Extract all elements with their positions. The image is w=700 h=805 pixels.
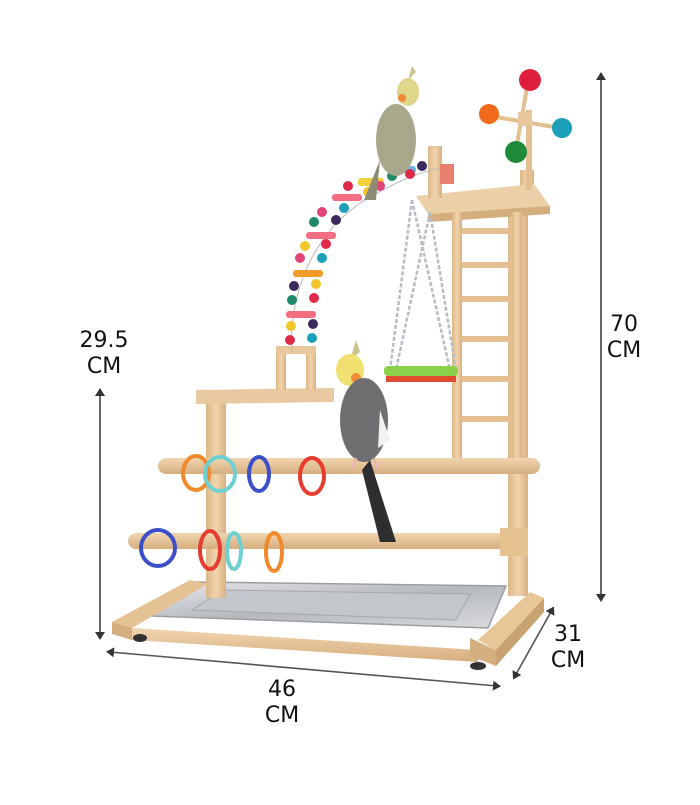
- toy-ball-orange: [479, 104, 499, 124]
- wooden-ladder: [452, 212, 522, 474]
- width-label: 46 CM: [254, 677, 310, 729]
- base-frame: [112, 580, 544, 670]
- height-lower-value: 29.5: [79, 328, 129, 353]
- toy-ball-red: [519, 69, 541, 91]
- width-unit: CM: [264, 703, 300, 728]
- height-lower-label: 29.5 CM: [72, 328, 136, 380]
- width-arrow: [106, 647, 501, 691]
- rainbow-bead-ladder: [285, 161, 441, 353]
- lower-perch: [128, 533, 528, 549]
- dimension-arrows: [95, 72, 606, 691]
- height-total-unit: CM: [606, 338, 642, 363]
- height-total-value: 70: [610, 312, 638, 337]
- toy-ball-teal: [552, 118, 572, 138]
- top-platform: [416, 146, 550, 222]
- depth-arrow: [512, 606, 555, 680]
- chain-swing: [384, 199, 458, 382]
- cockatiel-perch: [336, 340, 396, 542]
- lower-platform: [196, 346, 334, 404]
- width-value: 46: [268, 677, 296, 702]
- toy-ball-green: [505, 141, 527, 163]
- upper-perch: [158, 458, 540, 474]
- height-lower-unit: CM: [86, 354, 122, 379]
- ball-spinner-toy: [479, 69, 572, 190]
- height-total-label: 70 CM: [596, 312, 652, 364]
- cockatiel-top: [364, 66, 419, 200]
- depth-unit: CM: [550, 648, 586, 673]
- depth-value: 31: [554, 622, 582, 647]
- perches: [128, 458, 540, 556]
- perch-rings: [139, 454, 326, 573]
- depth-label: 31 CM: [540, 622, 596, 674]
